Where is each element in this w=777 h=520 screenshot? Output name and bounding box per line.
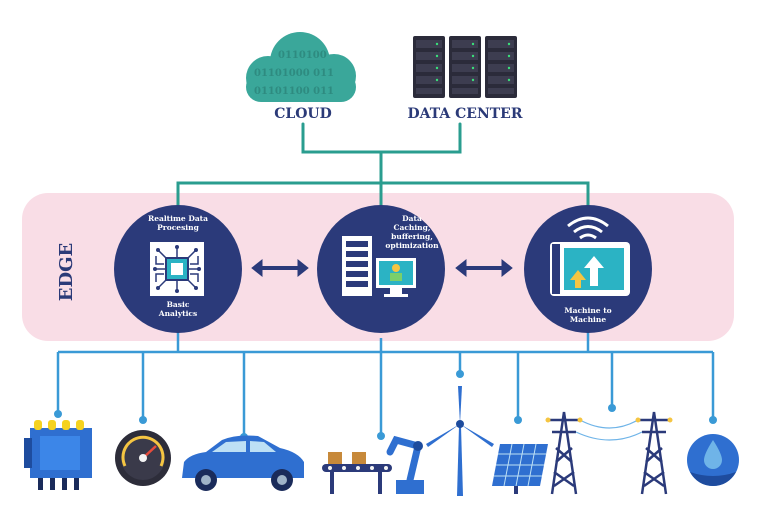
cloud-icon: 0110100 01101000 011 01101100 011 [246, 32, 356, 102]
edge-title: EDGE [56, 243, 77, 301]
cloud-binary-line-3: 01101100 011 [254, 86, 334, 97]
node-1-top-label: Realtime Data Procesing [147, 214, 209, 232]
data-center-label: DATA CENTER [408, 106, 523, 122]
machine-tablet-icon [550, 216, 630, 296]
node-3-bottom-label: Machine to Machine [564, 306, 612, 324]
data-center-icon [413, 36, 517, 98]
connector-dots [54, 370, 717, 441]
insulator-dots [545, 417, 673, 423]
cloud-binary-line-2: 01101000 011 [254, 68, 334, 79]
double-arrow-icon [251, 258, 309, 278]
double-arrow-icon [455, 258, 513, 278]
water-drop-icon [687, 434, 739, 486]
engine-icon [24, 420, 92, 490]
processor-chip-icon [150, 242, 204, 296]
speedometer-icon [115, 430, 171, 486]
power-tower-icon [548, 411, 670, 495]
bottom-connectors [56, 332, 715, 437]
solar-panel-icon [492, 443, 548, 494]
wind-turbine-icon [426, 386, 494, 496]
cloud-binary-line-1: 0110100 [278, 50, 327, 61]
node-2-top-label: Data Caching, buffering, optimization [385, 214, 439, 250]
car-icon [182, 435, 304, 491]
top-connectors [176, 122, 590, 207]
server-monitor-icon [342, 236, 416, 297]
cloud-label: CLOUD [274, 106, 332, 122]
robotic-arm-icon [322, 435, 424, 494]
node-1-bottom-label: Basic Analytics [158, 300, 198, 318]
power-lines [575, 419, 643, 441]
